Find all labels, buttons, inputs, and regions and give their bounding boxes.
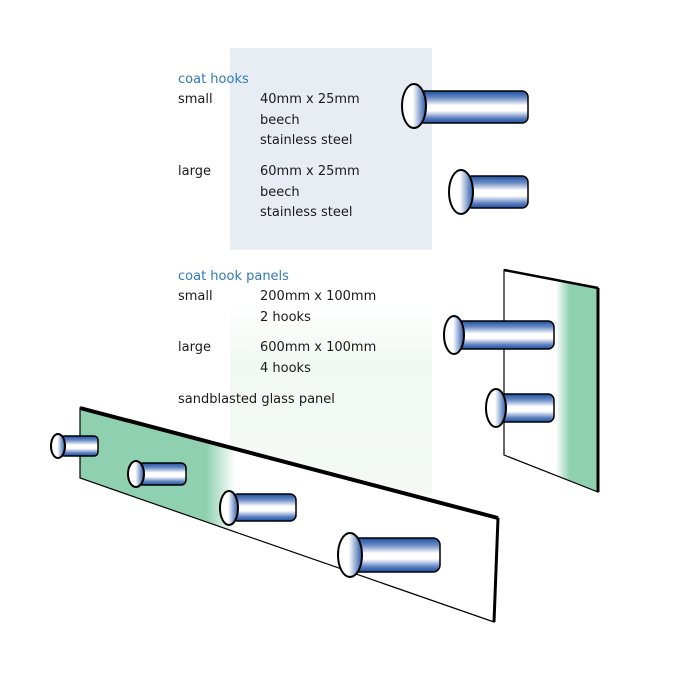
coat-hooks-small-material2: stainless steel: [260, 133, 353, 148]
hook-small-top: [401, 83, 529, 129]
coat-hooks-large-specs: 60mm x 25mm beech stainless steel: [260, 162, 360, 224]
coat-hooks-large-material2: stainless steel: [260, 205, 353, 220]
panels-small-specs: 200mm x 100mm 2 hooks: [260, 287, 376, 328]
coat-hooks-large-label: large: [178, 164, 211, 179]
panels-note: sandblasted glass panel: [178, 392, 335, 407]
coat-hooks-background: [230, 48, 432, 250]
hook-panel-lower: [485, 388, 555, 428]
coat-hook-panels-heading: coat hook panels: [178, 269, 289, 284]
panels-small-label: small: [178, 289, 213, 304]
hook-large-top: [448, 169, 529, 215]
hook-long-4: [337, 532, 441, 578]
coat-hooks-small-specs: 40mm x 25mm beech stainless steel: [260, 90, 360, 152]
hook-long-3: [219, 490, 297, 526]
panels-large-specs: 600mm x 100mm 4 hooks: [260, 338, 376, 379]
panels-large-size: 600mm x 100mm: [260, 340, 377, 355]
coat-hooks-small-label: small: [178, 92, 213, 107]
panels-large-hooks: 4 hooks: [260, 360, 311, 376]
hook-panel-upper: [443, 315, 555, 355]
hook-long-1: [50, 433, 99, 459]
coat-hooks-heading: coat hooks: [178, 72, 249, 87]
coat-hooks-large-material1: beech: [260, 184, 300, 200]
coat-hooks-small-size: 40mm x 25mm: [260, 92, 360, 107]
coat-hooks-small-material1: beech: [260, 112, 300, 128]
hook-long-2: [127, 460, 187, 488]
panels-large-label: large: [178, 340, 211, 355]
small-glass-panel: [503, 268, 600, 493]
panels-small-hooks: 2 hooks: [260, 309, 311, 325]
panels-small-size: 200mm x 100mm: [260, 289, 377, 304]
coat-hooks-large-size: 60mm x 25mm: [260, 164, 360, 179]
